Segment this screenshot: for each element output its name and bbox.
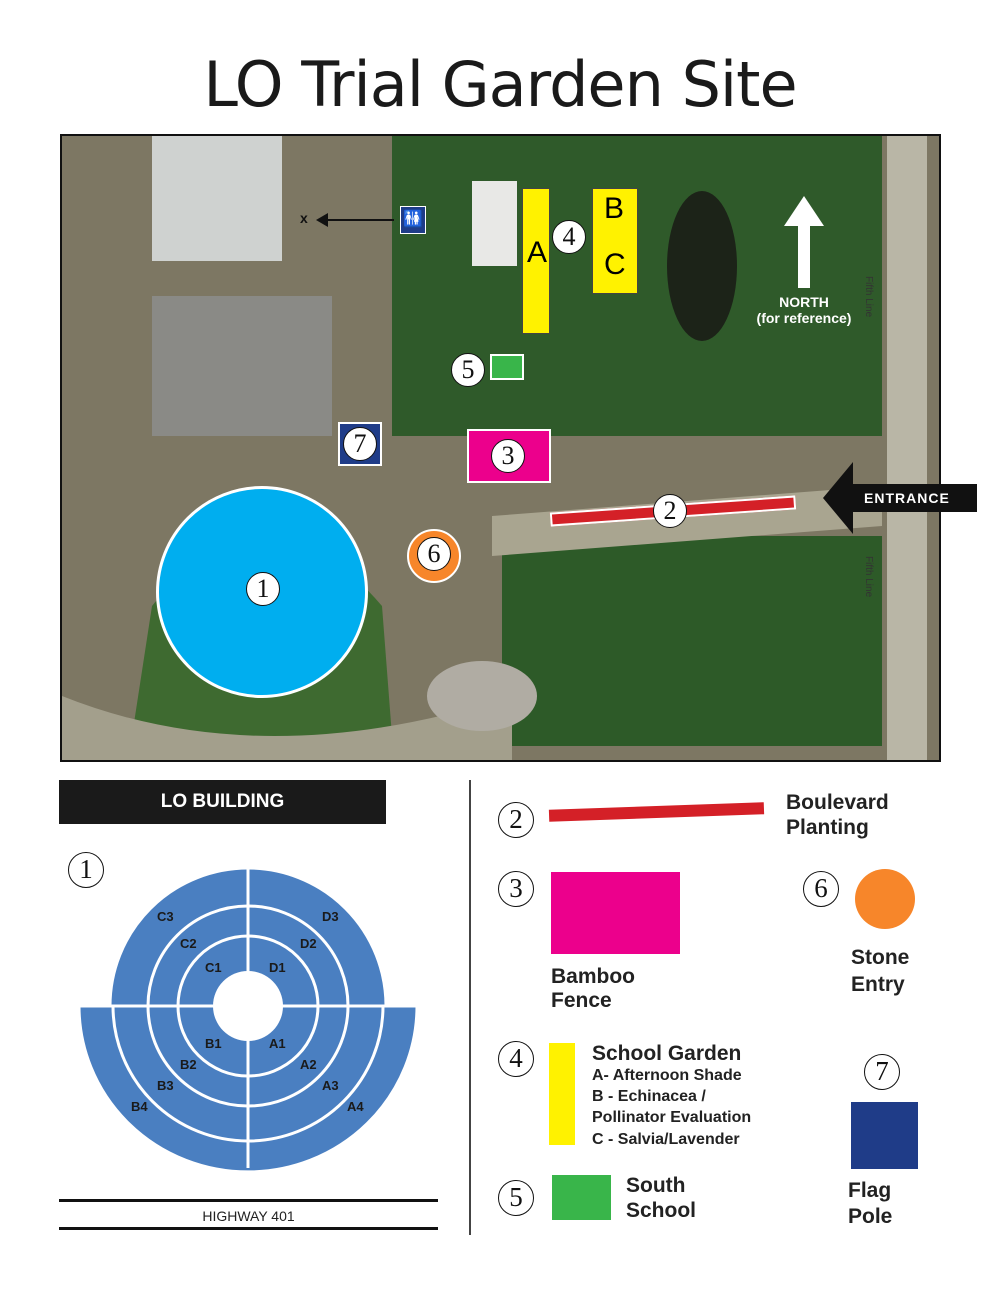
stone-label-1: Stone — [851, 946, 910, 969]
school-garden-line: Pollinator Evaluation — [592, 1109, 752, 1126]
flag-label-1: Flag — [848, 1179, 892, 1202]
school-garden-swatch — [549, 1043, 575, 1145]
south-school-marker — [490, 354, 524, 380]
legend-divider — [469, 780, 471, 1235]
entrance-label: ENTRANCE — [852, 484, 977, 512]
marker-1: 1 — [246, 572, 280, 606]
washroom-direction-marker: x — [300, 210, 308, 226]
south-label-1: South — [626, 1174, 686, 1197]
marker-5: 5 — [451, 353, 485, 387]
school-garden-line: C - Salvia/Lavender — [592, 1131, 740, 1148]
marker-6: 6 — [417, 537, 451, 571]
flag-pole-swatch — [851, 1102, 918, 1169]
plot-label: B2 — [180, 1057, 197, 1072]
plot-label: A4 — [347, 1099, 364, 1114]
legend-number-7: 7 — [864, 1054, 900, 1090]
arrow-left-icon — [316, 213, 328, 227]
school-garden-line: A- Afternoon Shade — [592, 1067, 742, 1084]
entrance-arrow-icon — [823, 462, 853, 534]
plot-label: C1 — [205, 960, 222, 975]
stone-entry-swatch — [855, 869, 915, 929]
highway-line-bottom — [59, 1227, 438, 1230]
plot-label: B3 — [157, 1078, 174, 1093]
plot-label: B4 — [131, 1099, 148, 1114]
boulevard-label-1: Boulevard — [786, 791, 889, 814]
plot-c-letter: C — [604, 248, 626, 281]
road-label-2: Fifth Line — [863, 556, 874, 598]
washroom-icon: 🚻 — [400, 206, 426, 234]
washroom-arrow — [318, 219, 394, 221]
plot-bc — [592, 188, 638, 294]
plot-label: D3 — [322, 909, 339, 924]
north-sublabel: (for reference) — [756, 310, 852, 326]
page-title: LO Trial Garden Site — [203, 48, 797, 121]
plan-number: 1 — [68, 852, 104, 888]
highway-line-top — [59, 1199, 438, 1202]
legend-number-2: 2 — [498, 802, 534, 838]
legend-number-4: 4 — [498, 1041, 534, 1077]
bamboo-swatch — [551, 872, 680, 954]
aerial-map: A B C 1 2 3 4 5 6 7 NORTH (for reference… — [60, 134, 941, 762]
plot-label: A1 — [269, 1036, 286, 1051]
plot-a-letter: A — [527, 236, 548, 269]
plot-label: A3 — [322, 1078, 339, 1093]
north-label: NORTH — [779, 294, 829, 310]
boulevard-label-2: Planting — [786, 816, 869, 839]
marker-3: 3 — [491, 439, 525, 473]
legend-number-5: 5 — [498, 1180, 534, 1216]
south-label-2: School — [626, 1199, 697, 1222]
boulevard-swatch — [548, 802, 765, 822]
stone-label-2: Entry — [851, 973, 905, 996]
marker-2: 2 — [653, 494, 687, 528]
marker-7: 7 — [343, 427, 377, 461]
legend-number-3: 3 — [498, 871, 534, 907]
north-arrow-shaft — [798, 224, 810, 288]
plot-label: D1 — [269, 960, 286, 975]
school-garden-line: B - Echinacea / — [592, 1088, 706, 1105]
marker-4: 4 — [552, 220, 586, 254]
legend-number-6: 6 — [803, 871, 839, 907]
lo-building-label: LO BUILDING — [59, 780, 386, 824]
south-school-swatch — [552, 1175, 611, 1220]
plot-label: C3 — [157, 909, 174, 924]
flag-label-2: Pole — [848, 1205, 893, 1228]
plot-b-letter: B — [604, 192, 625, 225]
school-garden-title: School Garden — [592, 1042, 742, 1065]
north-arrow-icon — [784, 196, 824, 226]
plot-label: C2 — [180, 936, 197, 951]
highway-label: HIGHWAY 401 — [202, 1208, 295, 1224]
plot-label: A2 — [300, 1057, 317, 1072]
plot-label: D2 — [300, 936, 317, 951]
garden-plot-plan: C3 C2 C1 D3 D2 D1 B1 B2 B3 B4 A1 A2 A3 A… — [77, 866, 419, 1174]
bamboo-label-2: Fence — [551, 989, 612, 1012]
plot-label: B1 — [205, 1036, 222, 1051]
bamboo-label-1: Bamboo — [551, 965, 635, 988]
road-label: Fifth Line — [863, 276, 874, 318]
plot-a — [522, 188, 550, 334]
